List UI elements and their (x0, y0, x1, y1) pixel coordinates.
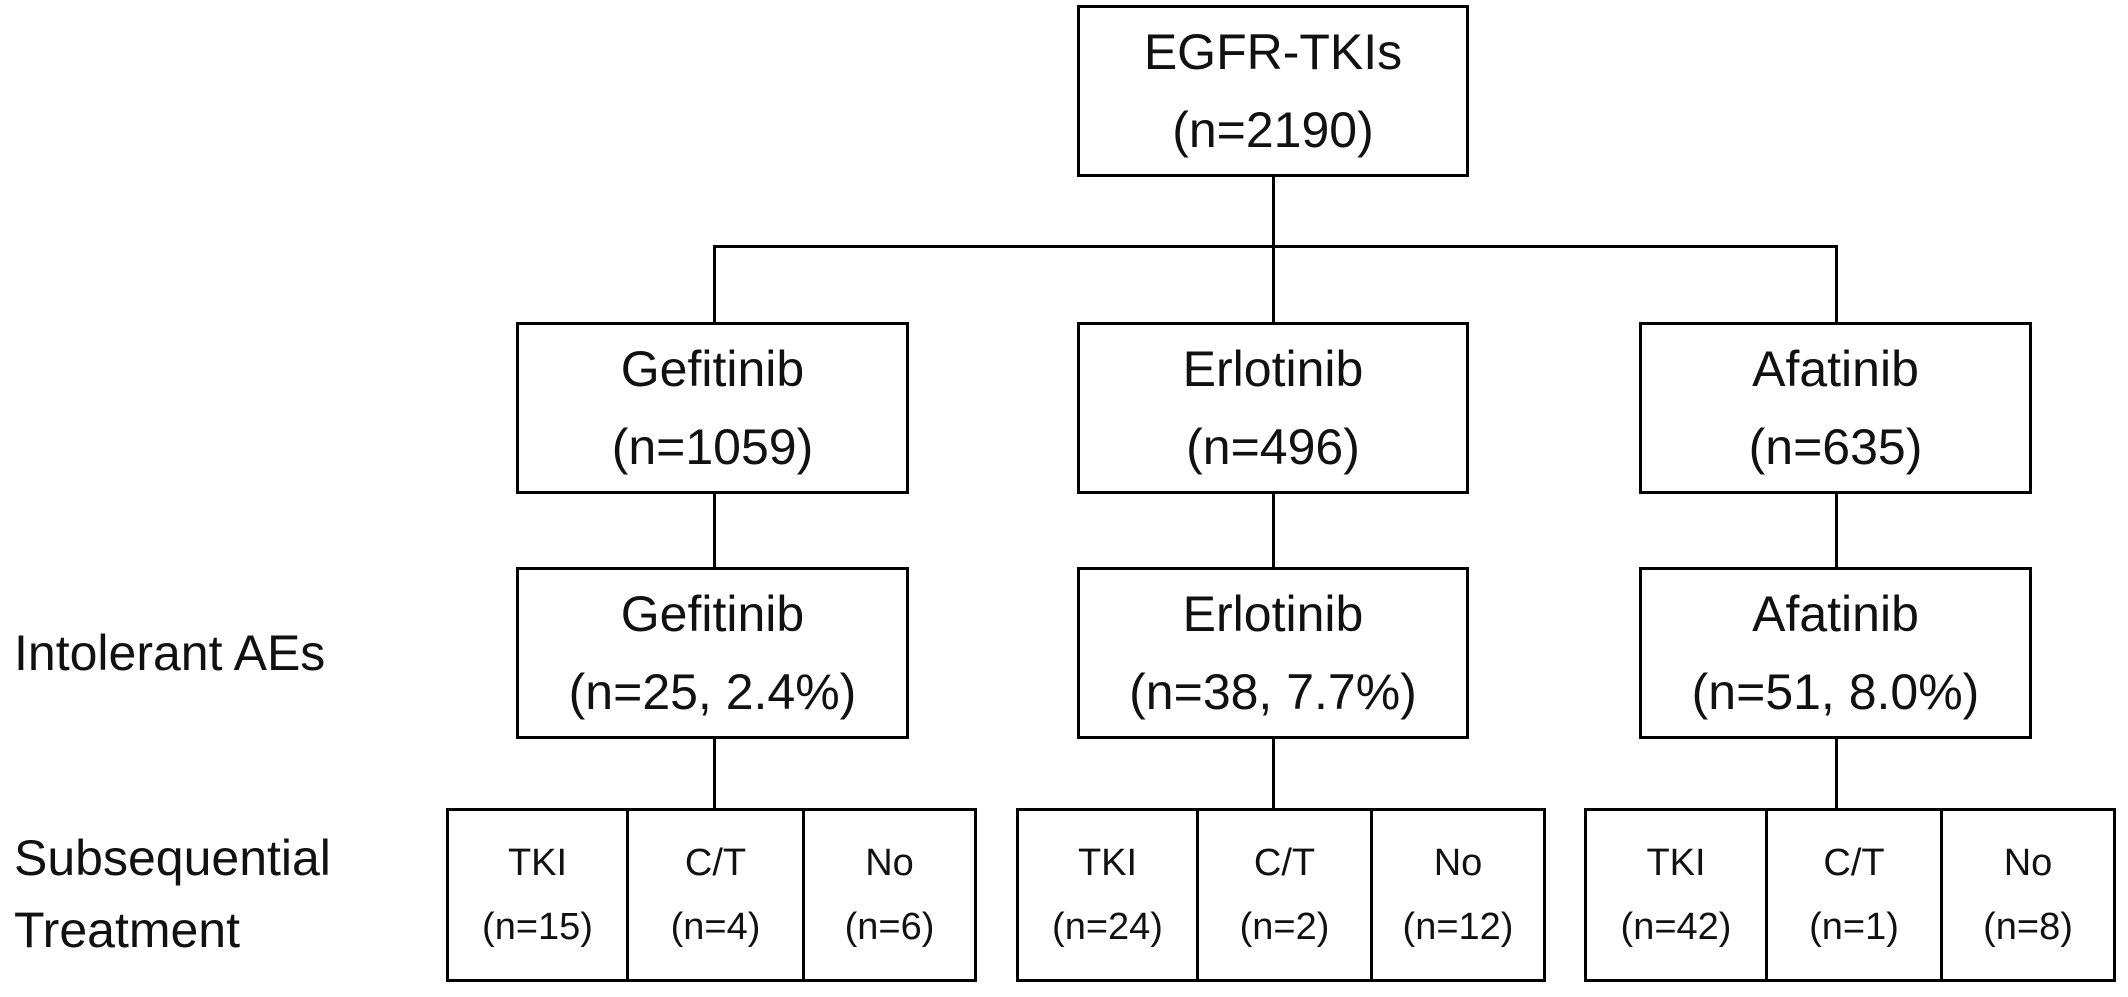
intolerant-count: (n=38, 7.7%) (1129, 664, 1417, 720)
treatment-divider (802, 811, 805, 979)
gefitinib-branch-connector (713, 245, 716, 322)
treatment-cell-tki: TKI (n=42) (1587, 811, 1765, 979)
treatment-label: No (865, 842, 914, 884)
treatment-row-gefitinib: TKI (n=15) C/T (n=4) No (n=6) (446, 808, 977, 982)
intolerant-box-afatinib: Afatinib (n=51, 8.0%) (1639, 567, 2032, 739)
intolerant-box-gefitinib: Gefitinib (n=25, 2.4%) (516, 567, 909, 739)
drug-box-erlotinib: Erlotinib (n=496) (1077, 322, 1469, 494)
intolerant-count: (n=51, 8.0%) (1691, 664, 1980, 720)
treatment-divider (1940, 811, 1943, 979)
root-count: (n=2190) (1172, 102, 1374, 158)
gefitinib-treatment-connector (713, 737, 716, 809)
intolerant-box-erlotinib: Erlotinib (n=38, 7.7%) (1077, 567, 1469, 739)
intolerant-name: Afatinib (1752, 586, 1919, 642)
afatinib-treatment-connector (1835, 737, 1838, 809)
treatment-count: (n=42) (1620, 906, 1732, 948)
drug-box-afatinib: Afatinib (n=635) (1639, 322, 2032, 494)
treatment-cell-no: No (n=8) (1943, 811, 2113, 979)
drug-name: Afatinib (1752, 341, 1919, 397)
root-connector (1272, 175, 1275, 247)
treatment-cell-no: No (n=12) (1373, 811, 1543, 979)
drug-count: (n=635) (1748, 419, 1923, 475)
treatment-divider (1196, 811, 1199, 979)
erlotinib-treatment-connector (1272, 737, 1275, 809)
treatment-cell-ct: C/T (n=2) (1199, 811, 1370, 979)
treatment-count: (n=8) (1983, 906, 2073, 948)
treatment-count: (n=24) (1052, 906, 1163, 948)
drug-box-gefitinib: Gefitinib (n=1059) (516, 322, 909, 494)
treatment-count: (n=4) (670, 906, 761, 948)
treatment-label: C/T (684, 842, 747, 884)
treatment-count: (n=1) (1809, 906, 1899, 948)
row-label-intolerant: Intolerant AEs (14, 625, 326, 681)
treatment-count: (n=6) (844, 906, 935, 948)
erlotinib-ae-connector (1272, 492, 1275, 567)
treatment-label: C/T (1823, 842, 1885, 884)
treatment-row-erlotinib: TKI (n=24) C/T (n=2) No (n=12) (1016, 808, 1546, 982)
treatment-cell-tki: TKI (n=15) (449, 811, 626, 979)
row-label-subsequent-line1: Subsequential (14, 830, 331, 886)
treatment-label: TKI (507, 842, 568, 884)
drug-count: (n=1059) (611, 419, 814, 475)
root-title: EGFR-TKIs (1143, 24, 1403, 80)
drug-name: Gefitinib (620, 341, 805, 397)
treatment-label: No (2003, 842, 2053, 884)
treatment-label: TKI (1646, 842, 1706, 884)
intolerant-count: (n=25, 2.4%) (568, 664, 857, 720)
treatment-cell-ct: C/T (n=1) (1768, 811, 1940, 979)
treatment-label: TKI (1077, 842, 1138, 884)
intolerant-name: Erlotinib (1182, 586, 1364, 642)
treatment-count: (n=15) (482, 906, 593, 948)
treatment-count: (n=2) (1239, 906, 1330, 948)
row-label-subsequent: Subsequential Treatment (14, 822, 331, 966)
treatment-row-afatinib: TKI (n=42) C/T (n=1) No (n=8) (1584, 808, 2116, 982)
treatment-label: C/T (1253, 842, 1316, 884)
branch-connector (713, 245, 1838, 248)
afatinib-branch-connector (1835, 245, 1838, 322)
intolerant-name: Gefitinib (620, 586, 805, 642)
treatment-cell-tki: TKI (n=24) (1019, 811, 1196, 979)
treatment-count: (n=12) (1402, 906, 1514, 948)
drug-count: (n=496) (1186, 419, 1360, 475)
treatment-cell-ct: C/T (n=4) (629, 811, 802, 979)
drug-name: Erlotinib (1182, 341, 1364, 397)
treatment-divider (1765, 811, 1768, 979)
treatment-divider (1370, 811, 1373, 979)
treatment-label: No (1433, 842, 1483, 884)
root-box: EGFR-TKIs (n=2190) (1077, 5, 1469, 177)
gefitinib-ae-connector (713, 492, 716, 567)
treatment-cell-no: No (n=6) (805, 811, 974, 979)
erlotinib-branch-connector (1272, 245, 1275, 322)
afatinib-ae-connector (1835, 492, 1838, 567)
row-label-subsequent-line2: Treatment (14, 902, 241, 958)
treatment-divider (626, 811, 629, 979)
